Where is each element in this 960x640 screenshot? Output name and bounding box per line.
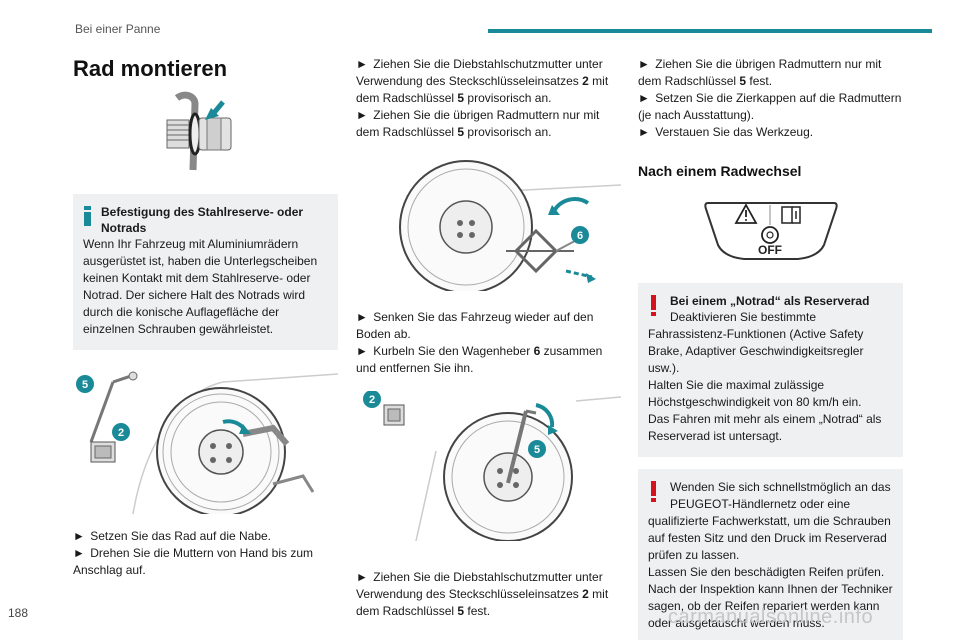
arrow-right-icon: ► xyxy=(638,91,650,105)
wheel-mount-figure: 5 2 xyxy=(73,364,338,514)
info-box-body: Wenn Ihr Fahrzeug mit Aluminiumrädern au… xyxy=(83,237,318,336)
warning-icon xyxy=(650,295,658,317)
section-subtitle: Nach einem Radwechsel xyxy=(638,163,802,179)
arrow-right-icon: ► xyxy=(356,344,368,358)
wheel-mount-illustration: 5 2 xyxy=(76,371,338,514)
col2-step-1: ► Ziehen Sie die Diebstahlschutzmutter u… xyxy=(356,57,609,105)
arrow-right-icon: ► xyxy=(638,125,650,139)
callout-socket: 2 xyxy=(118,427,124,439)
col1-step-1: ► Setzen Sie das Rad auf die Nabe. xyxy=(73,529,272,543)
hazard-triangle-icon xyxy=(734,203,758,224)
column-3: ► Ziehen Sie die übrigen Radmuttern nur … xyxy=(638,46,903,640)
col2-step-4: ► Kurbeln Sie den Wagenheber 6 zusammen … xyxy=(356,344,603,375)
warning-body-2: Halten Sie die maximal zulässige Höchstg… xyxy=(648,378,862,409)
column-2: ► Ziehen Sie die Diebstahlschutzmutter u… xyxy=(356,46,621,620)
callout-wrench: 5 xyxy=(534,444,540,456)
arrow-right-icon: ► xyxy=(638,57,650,71)
warning-body-2: Lassen Sie den beschädigten Reifen prüfe… xyxy=(648,565,893,630)
tighten-figure: 5 2 xyxy=(356,391,621,541)
col2-step-2: ► Ziehen Sie die übrigen Radmuttern nur … xyxy=(356,108,600,139)
col2-step-3: ► Senken Sie das Fahrzeug wieder auf den… xyxy=(356,310,594,341)
col3-step-2: ► Setzen Sie die Zierkappen auf die Radm… xyxy=(638,91,902,122)
warning-box-spare-wheel: Bei einem „Notrad“ als Reserverad Deakti… xyxy=(638,283,903,457)
control-panel-illustration: OFF xyxy=(704,202,838,260)
warning-lead: Deaktivieren Sie bestimmte xyxy=(670,310,817,324)
arrow-right-icon: ► xyxy=(356,570,368,584)
jack-lower-figure: 6 xyxy=(356,151,621,291)
bolt-washer-figure xyxy=(73,90,338,182)
warning-icon xyxy=(650,481,658,503)
arrow-right-icon: ► xyxy=(356,310,368,324)
header-accent-bar xyxy=(488,29,932,33)
col2-steps-mid: ► Senken Sie das Fahrzeug wieder auf den… xyxy=(356,309,621,377)
warning-heading: Bei einem „Notrad“ als Reserverad xyxy=(670,294,870,308)
col3-step-1: ► Ziehen Sie die übrigen Radmuttern nur … xyxy=(638,57,882,88)
warning-body-3: Das Fahren mit mehr als einem „Notrad“ a… xyxy=(648,412,882,443)
col1-step-2: ► Drehen Sie die Muttern von Hand bis zu… xyxy=(73,546,314,577)
jack-lower-illustration: 6 xyxy=(399,160,621,291)
page-title: Rad montieren xyxy=(73,56,228,81)
warning-lead: Wenden Sie sich schnellstmöglich an das … xyxy=(670,480,891,511)
col2-steps-bottom: ► Ziehen Sie die Diebstahlschutzmutter u… xyxy=(356,569,621,620)
column-1: Rad montieren Befestigung des Stahlreser… xyxy=(73,46,338,579)
warning-box-dealer: Wenden Sie sich schnellstmöglich an das … xyxy=(638,469,903,640)
tighten-illustration: 5 2 xyxy=(363,391,621,541)
off-label: OFF xyxy=(758,243,782,257)
section-header: Bei einer Panne xyxy=(75,22,161,36)
col3-steps: ► Ziehen Sie die übrigen Radmuttern nur … xyxy=(638,56,903,141)
arrow-right-icon: ► xyxy=(356,108,368,122)
page-number: 188 xyxy=(8,606,29,620)
bolt-washer-illustration xyxy=(166,91,232,171)
control-panel-figure: OFF xyxy=(638,197,903,263)
manual-book-icon xyxy=(781,206,801,224)
watermark: carmanualsonline.info xyxy=(668,606,874,628)
info-icon xyxy=(83,206,92,228)
col2-steps-top: ► Ziehen Sie die Diebstahlschutzmutter u… xyxy=(356,56,621,141)
col2-step-5: ► Ziehen Sie die Diebstahlschutzmutter u… xyxy=(356,570,609,618)
callout-wrench: 5 xyxy=(82,379,88,391)
col3-step-3: ► Verstauen Sie das Werkzeug. xyxy=(638,125,814,139)
callout-jack: 6 xyxy=(577,230,583,242)
col1-steps: ► Setzen Sie das Rad auf die Nabe. ► Dre… xyxy=(73,528,338,579)
warning-body-1: Fahrassistenz-Funktionen (Active Safety … xyxy=(648,327,864,375)
steering-assist-icon xyxy=(761,226,779,244)
info-box-heading: Befestigung des Stahlreserve- oder Notra… xyxy=(101,205,304,235)
info-box-spare-wheel: Befestigung des Stahlreserve- oder Notra… xyxy=(73,194,338,350)
arrow-right-icon: ► xyxy=(73,546,85,560)
arrow-right-icon: ► xyxy=(356,57,368,71)
callout-socket: 2 xyxy=(369,394,375,406)
warning-body-1: qualifizierte Fachwerkstatt, um die Schr… xyxy=(648,514,891,562)
arrow-right-icon: ► xyxy=(73,529,85,543)
